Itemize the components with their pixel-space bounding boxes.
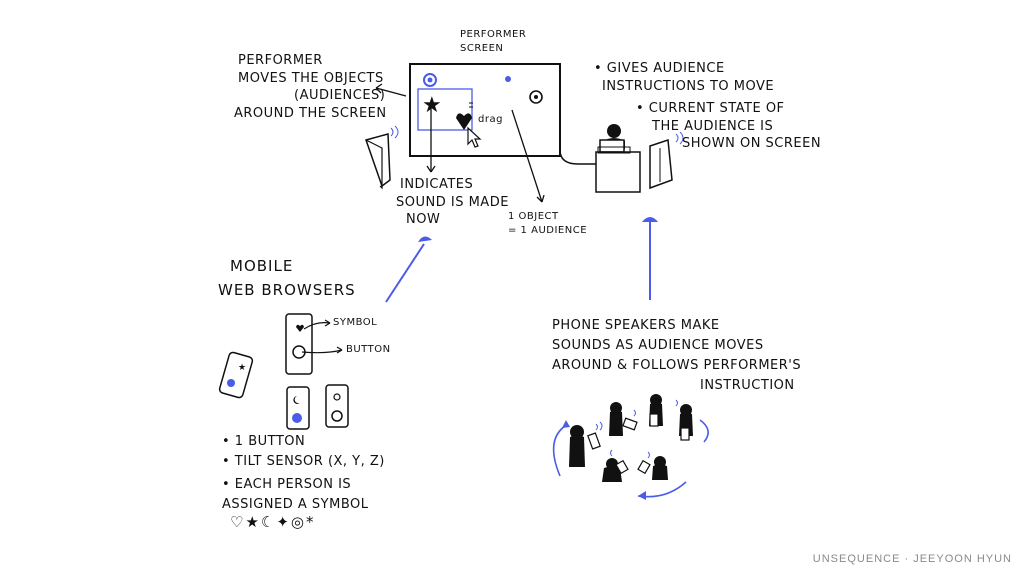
star-icon: ★ (422, 93, 442, 118)
motion-arrow-right (700, 420, 708, 442)
heart-icon (456, 113, 472, 130)
phone-speakers-label: PHONE SPEAKERS MAKE SOUNDS AS AUDIENCE M… (552, 316, 801, 397)
arrow-mobile-to-screen (386, 244, 424, 302)
mobile-browsers-label: MOBILE WEB BROWSERS (218, 256, 356, 301)
arrowhead-audience (642, 217, 658, 222)
button-label: BUTTON (346, 343, 391, 357)
audience-figures (569, 394, 693, 482)
drag-label: drag (478, 113, 503, 127)
audience-person-6 (652, 456, 668, 480)
cable (560, 150, 596, 164)
current-state-label: • CURRENT STATE OF THE AUDIENCE IS SHOWN… (636, 100, 821, 153)
one-object-label: 1 OBJECT = 1 AUDIENCE (508, 210, 587, 237)
phone-heart-icon (286, 314, 312, 374)
arrow-to-button (302, 350, 342, 353)
motion-arrow-left (554, 424, 568, 476)
sound-indicator-icon (424, 74, 436, 86)
phone-star-icon: ★ (219, 352, 254, 399)
sound-dot-icon (505, 76, 511, 82)
audience-person-1 (609, 402, 623, 436)
audience-sound-marks (596, 400, 678, 458)
target-icon (530, 91, 542, 103)
svg-text:★: ★ (238, 363, 246, 373)
audience-person-4 (569, 425, 585, 467)
cursor-icon (468, 128, 480, 147)
arrowhead-mobile (418, 236, 432, 242)
speaker-left-icon (366, 126, 398, 188)
phone-target-icon (326, 385, 348, 427)
audience-phones (588, 414, 689, 473)
credit-footer: UNSEQUENCE · JEEYOON HYUN (813, 553, 1012, 565)
phone-features-label: • 1 BUTTON • TILT SENSOR (X, Y, Z) • EAC… (222, 432, 385, 514)
symbol-label: SYMBOL (333, 316, 377, 330)
performer-screen-label: PERFORMER SCREEN (460, 28, 526, 55)
moon-icon (503, 90, 514, 108)
performer-figure-icon (596, 124, 640, 192)
symbols-row: ♡★☾✦◎* (230, 512, 316, 532)
gives-instructions-label: • GIVES AUDIENCE INSTRUCTIONS TO MOVE (594, 60, 774, 95)
performer-moves-label: PERFORMER MOVES THE OBJECTS (AUDIENCES) … (238, 52, 387, 122)
indicates-sound-label: INDICATES SOUND IS MADE NOW (400, 176, 509, 229)
phone-moon-icon (287, 387, 309, 429)
